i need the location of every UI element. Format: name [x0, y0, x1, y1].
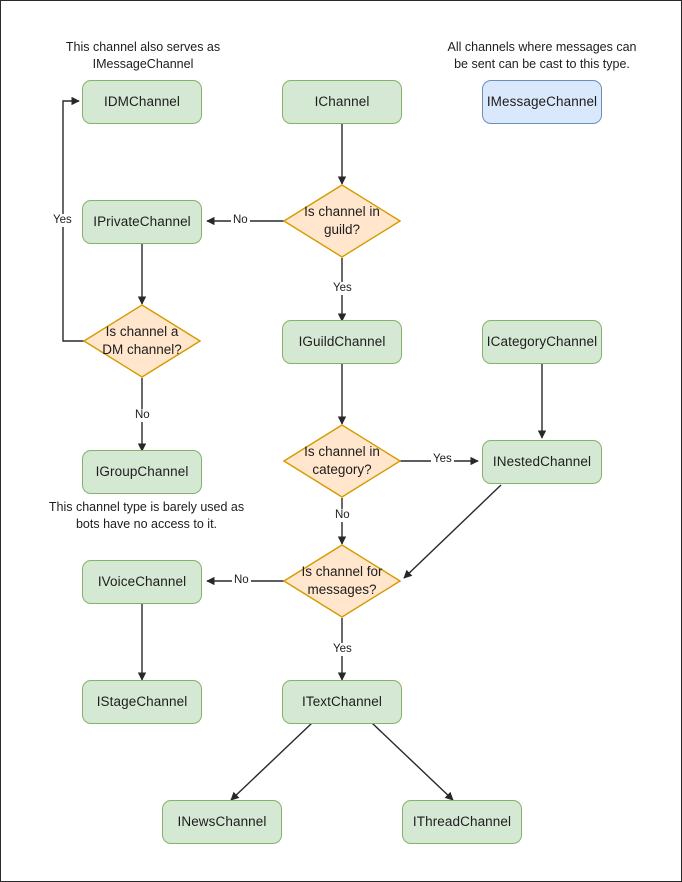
diamond-shape-dm [83, 304, 201, 378]
edge-label-category-yes: Yes [431, 453, 454, 466]
node-icategorychannel-label: ICategoryChannel [486, 333, 598, 349]
diamond-shape-guild [283, 184, 401, 258]
decision-dm-label: Is channel a DM channel? [83, 304, 201, 378]
edge-label-messages-yes: Yes [331, 643, 354, 656]
decision-category-line2: category? [312, 462, 372, 477]
node-ichannel[interactable]: IChannel [282, 80, 402, 124]
node-imessagechannel[interactable]: IMessageChannel [482, 80, 602, 124]
decision-messages-label: Is channel for messages? [283, 544, 401, 618]
edge-label-dm-no: No [133, 409, 152, 422]
node-istagechannel-label: IStageChannel [96, 693, 188, 709]
node-iprivatechannel-label: IPrivateChannel [93, 213, 191, 229]
decision-messages-line2: messages? [307, 582, 377, 597]
decision-category-label: Is channel in category? [283, 424, 401, 498]
decision-is-channel-in-category[interactable]: Is channel in category? [283, 424, 401, 498]
node-imessagechannel-label: IMessageChannel [486, 93, 598, 109]
node-inestedchannel-label: INestedChannel [492, 453, 592, 469]
note-dm-line2: IMessageChannel [92, 56, 194, 71]
node-itextchannel-label: ITextChannel [302, 693, 382, 709]
note-message-line1: All channels where messages can [447, 40, 637, 54]
decision-guild-line2: guild? [323, 222, 361, 237]
node-itextchannel[interactable]: ITextChannel [282, 680, 402, 724]
node-istagechannel[interactable]: IStageChannel [82, 680, 202, 724]
node-ithreadchannel[interactable]: IThreadChannel [402, 800, 522, 844]
node-icategorychannel[interactable]: ICategoryChannel [482, 320, 602, 364]
note-group-annotation: This channel type is barely used as bots… [29, 499, 264, 533]
edge-label-category-no: No [333, 509, 352, 522]
node-inewschannel[interactable]: INewsChannel [162, 800, 282, 844]
decision-category-line1: Is channel in [304, 444, 380, 460]
note-message-annotation: All channels where messages can be sent … [433, 39, 651, 73]
node-idmchannel[interactable]: IDMChannel [82, 80, 202, 124]
node-inestedchannel[interactable]: INestedChannel [482, 440, 602, 484]
node-ithreadchannel-label: IThreadChannel [412, 813, 512, 829]
node-ichannel-label: IChannel [314, 93, 370, 109]
note-dm-annotation: This channel also serves as IMessageChan… [43, 39, 243, 73]
decision-guild-line1: Is channel in [304, 204, 380, 220]
decision-dm-line1: Is channel a [105, 324, 179, 340]
node-ivoicechannel[interactable]: IVoiceChannel [82, 560, 202, 604]
decision-dm-line2: DM channel? [102, 342, 182, 357]
note-message-line2: be sent can be cast to this type. [454, 56, 630, 71]
decision-is-channel-in-guild[interactable]: Is channel in guild? [283, 184, 401, 258]
diamond-shape-messages [283, 544, 401, 618]
node-iguildchannel-label: IGuildChannel [298, 333, 386, 349]
edge-label-guild-yes: Yes [331, 282, 354, 295]
note-group-line2: bots have no access to it. [75, 516, 218, 531]
decision-is-channel-for-messages[interactable]: Is channel for messages? [283, 544, 401, 618]
edge-label-guild-no: No [231, 214, 250, 227]
node-igroupchannel-label: IGroupChannel [95, 463, 189, 479]
edge-inestedchannel-to-messages [403, 484, 502, 579]
node-ivoicechannel-label: IVoiceChannel [97, 573, 187, 589]
diamond-shape-category [283, 424, 401, 498]
edge-itextchannel-to-ithreadchannel [371, 722, 454, 801]
node-iguildchannel[interactable]: IGuildChannel [282, 320, 402, 364]
node-idmchannel-label: IDMChannel [103, 93, 181, 109]
decision-is-channel-a-dm-channel[interactable]: Is channel a DM channel? [83, 304, 201, 378]
decision-guild-label: Is channel in guild? [283, 184, 401, 258]
node-inewschannel-label: INewsChannel [177, 813, 267, 829]
note-dm-line1: This channel also serves as [65, 40, 221, 54]
note-group-line1: This channel type is barely used as [48, 500, 245, 514]
edge-itextchannel-to-inewschannel [230, 722, 313, 801]
edge-label-messages-no: No [232, 574, 251, 587]
decision-messages-line1: Is channel for [301, 564, 383, 580]
edge-label-dm-yes: Yes [51, 214, 74, 227]
node-iprivatechannel[interactable]: IPrivateChannel [82, 200, 202, 244]
node-igroupchannel[interactable]: IGroupChannel [82, 450, 202, 494]
